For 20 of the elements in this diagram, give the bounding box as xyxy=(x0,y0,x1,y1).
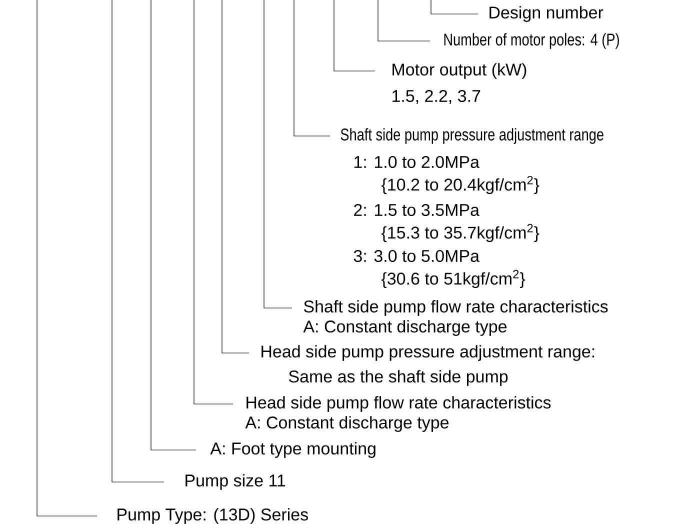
note-text: Shaft side pump pressure adjustment range 1: 1.0 to 2.0MPa {10.2 to 20.4kgf/cm$^{2}$} 2: 1.5 to 3.5MPa {15.3 to 35.7kgf/cm$^{2}$} 3: 3.0 to 5.0MPa {30.6 to 51kgf/cm$^{2}$} xyxy=(340,128,604,288)
note-text: Motor output (kW) 1.5, 2.2, 3.7 xyxy=(392,63,526,104)
leader-line xyxy=(222,0,250,354)
leader-line xyxy=(294,0,330,136)
leader-line xyxy=(430,0,478,14)
note-text: Head side pump flow rate characteristics A: Constant discharge type xyxy=(245,396,551,432)
leader-line xyxy=(36,0,98,516)
leader-line xyxy=(378,0,430,42)
note-text: Pump size 11 xyxy=(186,474,286,490)
leader-line xyxy=(150,0,196,450)
leader-line xyxy=(264,0,292,308)
leader-line xyxy=(194,0,234,404)
leader-line xyxy=(334,0,376,72)
leader-line xyxy=(112,0,164,482)
note-text: A: Foot type mounting xyxy=(210,442,376,458)
note-text: Pump Type: (13D) Series xyxy=(118,508,308,524)
note-text: Head side pump pressure adjustment range: Same as the shaft side pump xyxy=(262,345,594,386)
note-text: Shaft side pump flow rate characteristics A: Constant discharge type xyxy=(303,300,608,336)
note-text: Design number xyxy=(490,6,604,22)
note-text: Number of motor poles: 4 (P) xyxy=(444,33,619,49)
